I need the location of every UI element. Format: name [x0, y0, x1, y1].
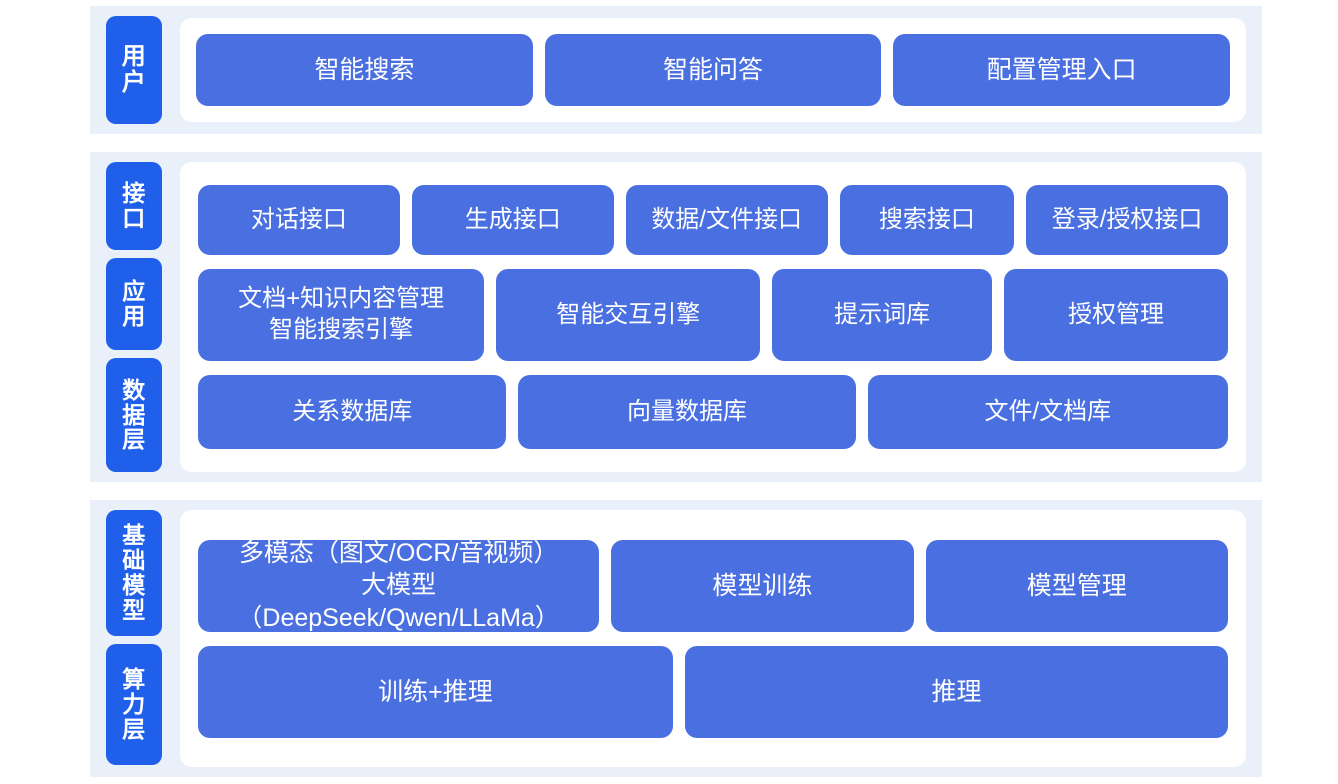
layer-label-user: 用户 [106, 16, 162, 124]
section-base-panel: 多模态（图文/OCR/音视频） 大模型（DeepSeek/Qwen/LLaMa）… [180, 510, 1246, 767]
box-model-management[interactable]: 模型管理 [925, 539, 1228, 632]
box-intelligent-search[interactable]: 智能搜索 [196, 34, 533, 106]
row-foundation-model: 多模态（图文/OCR/音视频） 大模型（DeepSeek/Qwen/LLaMa）… [198, 539, 1228, 632]
section-user-rail: 用户 [90, 6, 166, 134]
box-prompt-library[interactable]: 提示词库 [772, 269, 992, 361]
row-compute-layer: 训练+推理 推理 [198, 645, 1228, 738]
section-user-panel: 智能搜索 智能问答 配置管理入口 [180, 18, 1246, 122]
row-application: 文档+知识内容管理 智能搜索引擎 智能交互引擎 提示词库 授权管理 [198, 269, 1228, 361]
row-interface: 对话接口 生成接口 数据/文件接口 搜索接口 登录/授权接口 [198, 185, 1229, 255]
section-middle-panel: 对话接口 生成接口 数据/文件接口 搜索接口 登录/授权接口 文档+知识内容管理… [180, 162, 1246, 472]
box-training-plus-inference[interactable]: 训练+推理 [198, 645, 673, 738]
layer-label-interface: 接口 [106, 162, 162, 250]
section-middle: 接口 应用 数据层 对话接口 生成接口 数据/文件接口 搜索接口 登录/授权接口… [90, 152, 1262, 482]
layer-label-foundation-model: 基础模型 [106, 510, 162, 636]
section-user: 用户 智能搜索 智能问答 配置管理入口 [90, 6, 1262, 134]
box-relational-database[interactable]: 关系数据库 [198, 375, 507, 449]
box-intelligent-qa[interactable]: 智能问答 [544, 34, 882, 106]
box-generation-interface[interactable]: 生成接口 [411, 185, 614, 255]
box-authorization-management[interactable]: 授权管理 [1003, 269, 1228, 361]
section-middle-rail: 接口 应用 数据层 [90, 152, 166, 482]
layer-label-data-layer: 数据层 [106, 358, 162, 472]
box-model-training[interactable]: 模型训练 [611, 539, 914, 632]
box-config-management-entry[interactable]: 配置管理入口 [893, 34, 1231, 106]
layer-label-compute-layer: 算力层 [106, 644, 162, 765]
box-file-document-store[interactable]: 文件/文档库 [867, 375, 1228, 449]
box-multimodal-large-model[interactable]: 多模态（图文/OCR/音视频） 大模型（DeepSeek/Qwen/LLaMa） [198, 539, 600, 632]
box-search-interface[interactable]: 搜索接口 [839, 185, 1015, 255]
box-document-knowledge-management[interactable]: 文档+知识内容管理 智能搜索引擎 [198, 269, 485, 361]
section-base-rail: 基础模型 算力层 [90, 500, 166, 777]
row-user-apps: 智能搜索 智能问答 配置管理入口 [196, 34, 1231, 106]
box-intelligent-interaction-engine[interactable]: 智能交互引擎 [496, 269, 761, 361]
box-dialog-interface[interactable]: 对话接口 [198, 185, 400, 255]
layer-label-application: 应用 [106, 258, 162, 350]
box-login-auth-interface[interactable]: 登录/授权接口 [1026, 185, 1229, 255]
row-data-layer: 关系数据库 向量数据库 文件/文档库 [198, 375, 1228, 449]
box-data-file-interface[interactable]: 数据/文件接口 [625, 185, 828, 255]
section-base: 基础模型 算力层 多模态（图文/OCR/音视频） 大模型（DeepSeek/Qw… [90, 500, 1262, 777]
box-inference[interactable]: 推理 [684, 645, 1228, 738]
box-vector-database[interactable]: 向量数据库 [518, 375, 856, 449]
